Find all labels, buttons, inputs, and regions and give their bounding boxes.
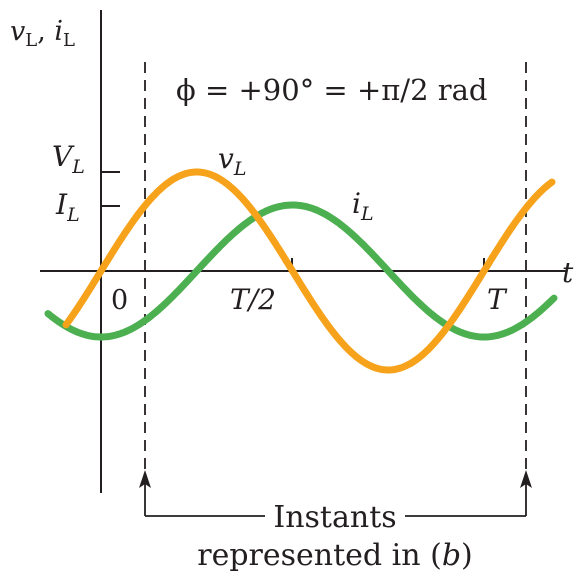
origin-label: 0 <box>111 285 128 316</box>
time-axis-label: t <box>562 256 574 289</box>
il-amplitude-label: IL <box>55 188 80 226</box>
phase-label: ϕ = +90° = +π/2 rad <box>176 73 487 107</box>
annotation-line-1: Instants <box>273 500 396 535</box>
half-period-label: T/2 <box>230 283 276 316</box>
instants-bracket <box>144 478 527 517</box>
current-wave <box>44 201 558 341</box>
voltage-wave <box>62 168 556 374</box>
voltage-curve-label: vL <box>218 142 246 180</box>
vl-amplitude-label: VL <box>52 140 85 178</box>
arrowhead-left <box>139 470 151 488</box>
arrowhead-right <box>520 470 532 488</box>
current-curve-label: iL <box>352 187 374 225</box>
annotation-line-2: represented in (b) <box>197 538 473 573</box>
period-label: T <box>487 283 508 316</box>
y-axis-label: vL, iL <box>10 16 75 51</box>
